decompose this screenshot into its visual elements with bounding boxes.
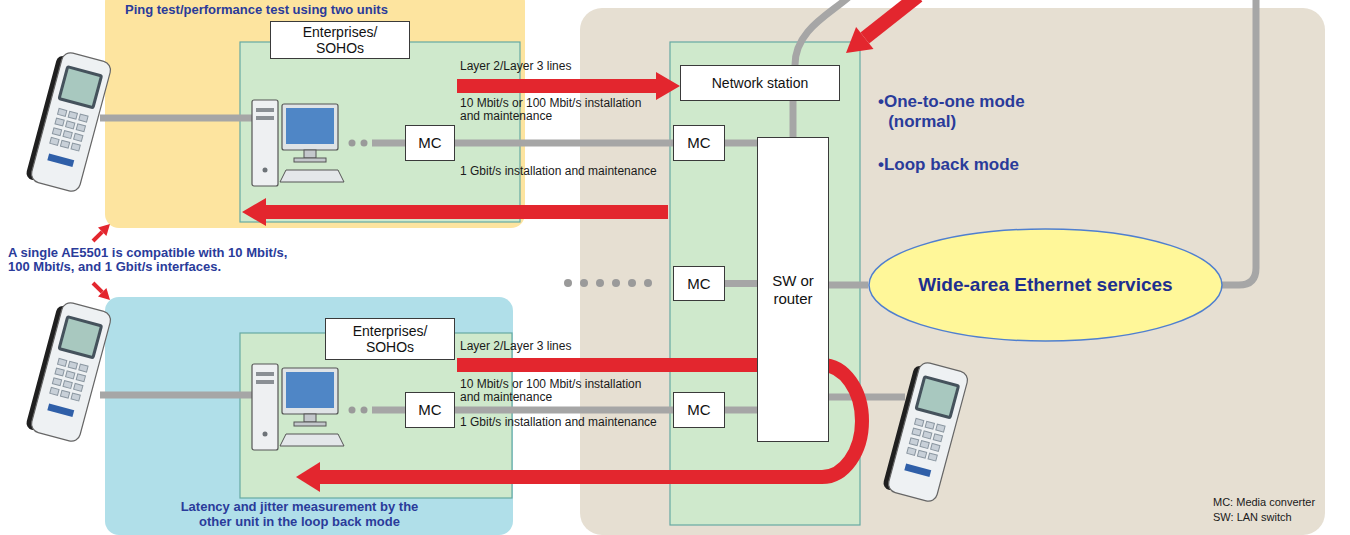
traffic-arrow	[457, 72, 680, 100]
abbreviation-note: MC: Media converter	[1213, 496, 1315, 508]
switch-label: SW or router	[769, 272, 817, 307]
speed-label: 1 Gbit/s installation and maintenance	[460, 416, 660, 429]
ellipse-outline	[869, 229, 1222, 341]
continuation-dot	[644, 279, 652, 287]
ethernet-cloud: Wide-area Ethernet services	[868, 228, 1223, 342]
speed-label: 1 Gbit/s installation and maintenance	[460, 165, 660, 178]
arrow-head	[296, 462, 320, 492]
converter-label: MC	[418, 134, 441, 151]
continuation-dot	[564, 279, 572, 287]
site-box: Enterprises/ SOHOs	[325, 318, 455, 360]
continuation-dots	[349, 140, 653, 414]
panel-title: Latency and jitter measurement by the ot…	[167, 500, 432, 530]
arrow-head	[98, 224, 110, 236]
abbreviation-note: SW: LAN switch	[1213, 511, 1292, 523]
converter-box: MC	[673, 392, 725, 428]
switch-box: SW or router	[757, 137, 829, 442]
feature-note: A single AE5501 is compatible with 10 Mb…	[8, 246, 308, 275]
line-label: Layer 2/Layer 3 lines	[460, 340, 571, 353]
continuation-dot	[361, 407, 368, 414]
station-box: Network station	[680, 65, 840, 101]
converter-box: MC	[405, 125, 455, 161]
mode-note: •Loop back mode	[878, 155, 1088, 175]
station-label: Network station	[712, 75, 808, 91]
continuation-dot	[580, 279, 588, 287]
mode-note: •One-to-one mode (normal)	[878, 92, 1088, 131]
converter-box: MC	[673, 266, 725, 301]
cable-link	[829, 282, 868, 289]
converter-box: MC	[405, 392, 455, 428]
pointer-arrow	[93, 283, 102, 292]
arrow-head	[98, 288, 110, 300]
cable-link	[725, 280, 757, 287]
panel-title: Ping test/performance test using two uni…	[125, 3, 455, 18]
pointer-arrow	[93, 232, 102, 241]
continuation-dot	[612, 279, 620, 287]
cable	[372, 407, 405, 414]
network-label: Wide-area Ethernet services	[918, 274, 1172, 296]
network-area	[240, 42, 860, 525]
arrow-head	[846, 27, 874, 53]
cable-link	[455, 407, 673, 414]
speed-label: 10 Mbit/s or 100 Mbit/s installation and…	[460, 97, 660, 123]
traffic-arrow	[865, 0, 918, 38]
tester-unit	[882, 360, 970, 504]
tester-unit	[25, 50, 113, 194]
cable	[829, 394, 905, 401]
site-label: Enterprises/ SOHOs	[293, 24, 388, 56]
tester-unit	[25, 300, 113, 444]
cable	[100, 392, 252, 399]
cable	[100, 0, 1256, 410]
continuation-dot	[361, 140, 368, 147]
converter-label: MC	[687, 275, 710, 292]
converter-box: MC	[673, 125, 725, 161]
continuation-dot	[349, 407, 356, 414]
cable-link	[725, 407, 757, 414]
cable-link	[455, 140, 673, 147]
line-label: Layer 2/Layer 3 lines	[460, 60, 571, 73]
cable	[100, 115, 252, 122]
cable-link	[725, 140, 757, 147]
computer-icon	[252, 364, 344, 450]
converter-label: MC	[687, 401, 710, 418]
continuation-dot	[628, 279, 636, 287]
cable	[372, 140, 405, 147]
converter-label: MC	[687, 134, 710, 151]
computer-icon	[252, 100, 344, 186]
site-label: Enterprises/ SOHOs	[343, 323, 438, 355]
loopback-arrow	[318, 365, 862, 477]
site-box: Enterprises/ SOHOs	[270, 21, 410, 59]
continuation-dot	[596, 279, 604, 287]
continuation-dot	[349, 140, 356, 147]
cable	[795, 0, 850, 65]
cable-link	[790, 101, 797, 137]
cable	[1222, 0, 1256, 285]
converter-label: MC	[418, 401, 441, 418]
traffic-arrow	[242, 198, 668, 226]
speed-label: 10 Mbit/s or 100 Mbit/s installation and…	[460, 378, 660, 404]
